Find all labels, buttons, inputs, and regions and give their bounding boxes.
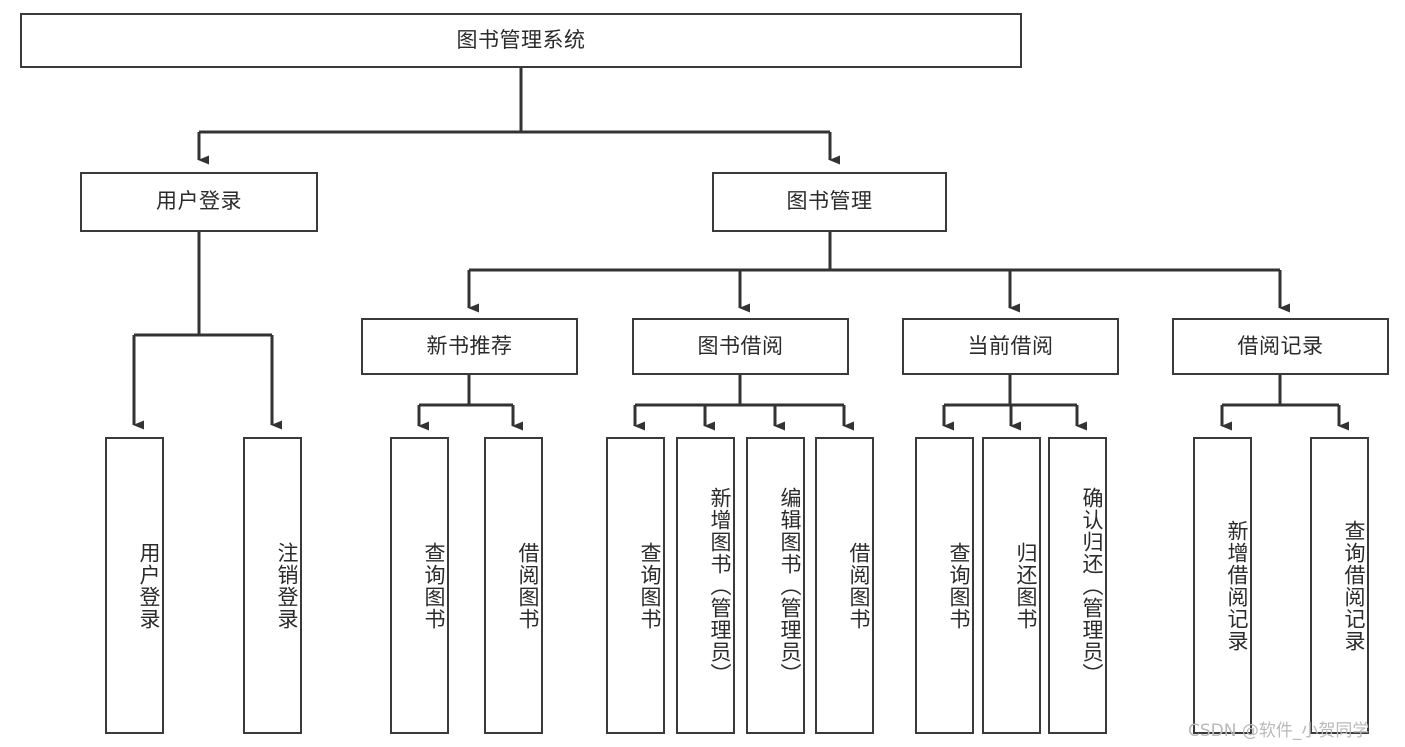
leaf-label: 借阅图书	[516, 541, 540, 630]
leaf-node-borrow-book[interactable]: 借阅图书	[815, 437, 874, 734]
leaf-node-query-book-current[interactable]: 查询图书	[915, 437, 974, 734]
edge-current-borrow-to-leaves	[942, 375, 1087, 431]
leaf-label: 查询借阅记录	[1342, 519, 1366, 652]
leaf-label: 新增图书（管理员）	[708, 486, 732, 685]
leaf-label: 新增借阅记录	[1225, 519, 1249, 652]
leaf-label: 查询图书	[422, 541, 446, 630]
leaf-node-query-borrow-record[interactable]: 查询借阅记录	[1310, 437, 1369, 734]
edge-new-book-recommend-to-leaves	[417, 375, 523, 431]
edge-user-login-to-leaves	[132, 232, 282, 430]
edge-book-borrow-to-leaves	[633, 375, 854, 431]
leaf-node-logout[interactable]: 注销登录	[243, 437, 302, 734]
leaf-node-return-book[interactable]: 归还图书	[982, 437, 1041, 734]
leaf-label: 编辑图书（管理员）	[778, 486, 802, 685]
leaf-label: 归还图书	[1014, 541, 1038, 630]
edge-root-to-level2	[197, 68, 840, 165]
node-book-borrow[interactable]: 图书借阅	[632, 318, 849, 375]
node-borrow-record[interactable]: 借阅记录	[1172, 318, 1389, 375]
leaf-node-confirm-return-admin[interactable]: 确认归还（管理员）	[1048, 437, 1107, 734]
leaf-label: 查询图书	[638, 541, 662, 630]
leaf-node-query-book-recommend[interactable]: 查询图书	[390, 437, 449, 734]
node-book-management[interactable]: 图书管理	[712, 172, 947, 232]
leaf-label: 确认归还（管理员）	[1080, 486, 1104, 685]
node-current-borrow[interactable]: 当前借阅	[902, 318, 1119, 375]
leaf-label: 用户登录	[137, 541, 161, 630]
leaf-node-query-book-borrow[interactable]: 查询图书	[606, 437, 665, 734]
leaf-node-add-borrow-record[interactable]: 新增借阅记录	[1193, 437, 1252, 734]
edge-borrow-record-to-leaves	[1220, 375, 1349, 431]
leaf-label: 借阅图书	[847, 541, 871, 630]
node-new-book-recommend[interactable]: 新书推荐	[361, 318, 578, 375]
leaf-node-add-book-admin[interactable]: 新增图书（管理员）	[676, 437, 735, 734]
leaf-label: 注销登录	[275, 541, 299, 630]
node-user-login[interactable]: 用户登录	[80, 172, 318, 232]
edge-book-management-to-level3	[467, 232, 1290, 313]
node-book-management-system[interactable]: 图书管理系统	[20, 13, 1022, 68]
leaf-node-user-login[interactable]: 用户登录	[105, 437, 164, 734]
leaf-node-edit-book-admin[interactable]: 编辑图书（管理员）	[746, 437, 805, 734]
leaf-label: 查询图书	[947, 541, 971, 630]
leaf-node-borrow-book-recommend[interactable]: 借阅图书	[484, 437, 543, 734]
csdn-watermark: CSDN @软件_小贺同学	[1188, 721, 1370, 741]
